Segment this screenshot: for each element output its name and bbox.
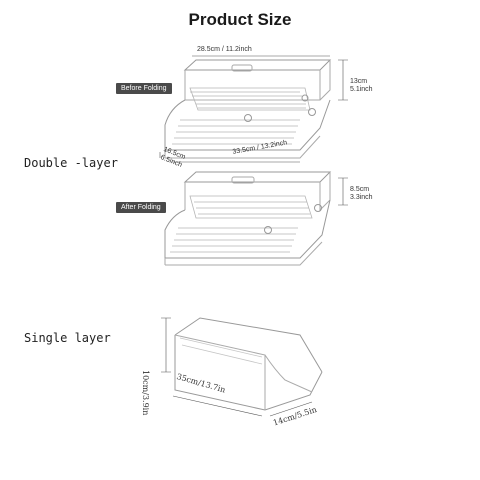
single-layer-drawing [161,317,323,417]
single-layer-label: Single layer [24,331,111,345]
double-layer-label: Double -layer [24,156,118,170]
after-folding-drawing [164,171,348,266]
top-width-dimension: 28.5cm / 11.2inch [197,46,252,53]
before-folding-drawing [159,55,348,163]
height-cm-dimension: 13cm [350,78,368,85]
after-folding-badge: After Folding [116,202,166,213]
page-title: Product Size [188,10,292,29]
height-in-dimension: 5.1inch [350,86,373,93]
folded-height-in-dimension: 3.3inch [350,194,373,201]
single-height-dimension: 10cm/3.9in [141,370,150,416]
before-folding-badge: Before Folding [116,83,172,94]
folded-height-cm-dimension: 8.5cm [350,186,370,193]
